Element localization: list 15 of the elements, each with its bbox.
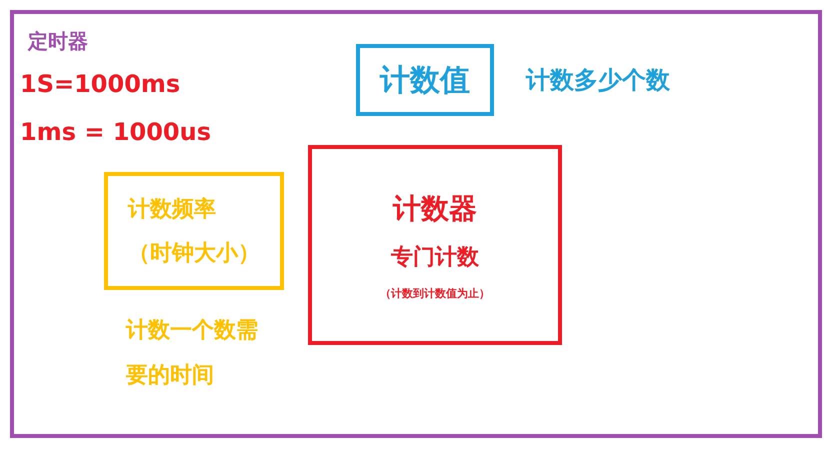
timer-frame [10, 10, 822, 438]
counter-box [308, 145, 562, 345]
box-subtitle: （时钟大小） [128, 240, 260, 268]
frequency-box [104, 172, 284, 290]
side-note: 计数一个数需要的时间 [126, 317, 259, 390]
box-title: 计数值 [380, 62, 470, 100]
unit-note: 1S=1000ms [20, 70, 180, 98]
unit-note: 1ms = 1000us [20, 118, 211, 146]
box-subtitle: 专门计数 [391, 244, 479, 272]
count-value-box [356, 44, 494, 116]
frame-title: 定时器 [28, 28, 88, 55]
box-title: 计数频率 [128, 196, 216, 224]
box-note: （计数到计数值为止） [380, 286, 490, 300]
box-title: 计数器 [393, 190, 477, 226]
side-note: 计数多少个数 [526, 66, 671, 95]
